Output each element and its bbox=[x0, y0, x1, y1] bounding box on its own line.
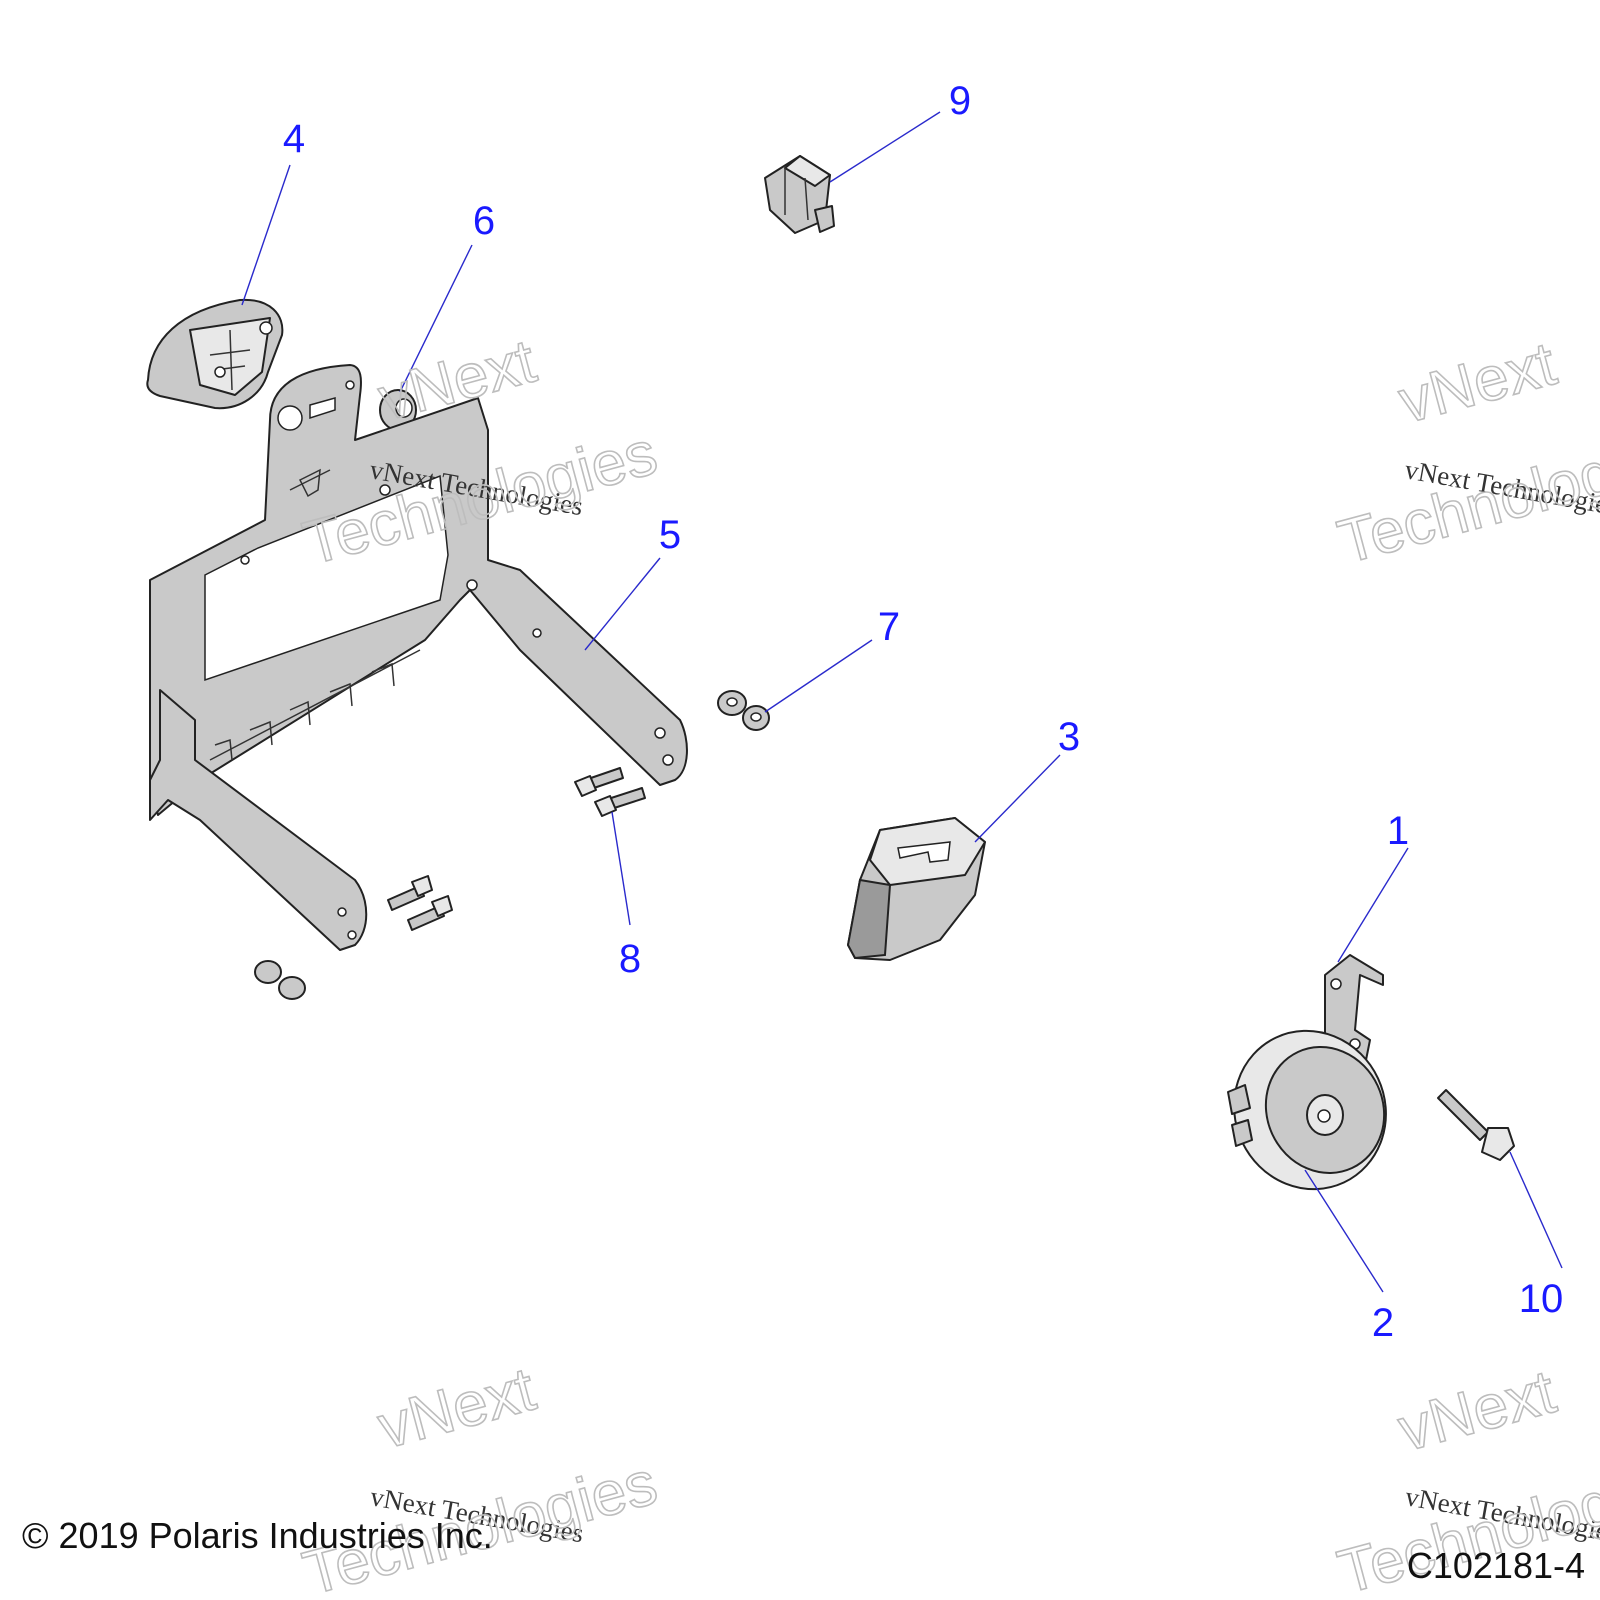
part-5-license-bracket bbox=[149, 364, 688, 951]
watermark-3-outline-line1: vNext bbox=[371, 1355, 542, 1463]
part-10-bolt bbox=[1437, 1089, 1515, 1161]
part-7-nuts bbox=[717, 690, 770, 731]
leader-3 bbox=[974, 754, 1061, 843]
part-4-tail-light bbox=[146, 298, 284, 410]
part-2-horn bbox=[1227, 1029, 1387, 1191]
watermark-3-outline: vNext Technologies bbox=[296, 1354, 665, 1600]
leader-9 bbox=[829, 111, 941, 183]
callout-6: 6 bbox=[473, 199, 495, 243]
leader-1 bbox=[1337, 847, 1409, 963]
callout-8: 8 bbox=[619, 937, 641, 981]
callout-3: 3 bbox=[1058, 715, 1080, 759]
callout-9: 9 bbox=[949, 79, 971, 123]
leader-4 bbox=[241, 164, 291, 306]
copyright-text: © 2019 Polaris Industries Inc. bbox=[22, 1515, 493, 1556]
leader-6 bbox=[399, 244, 473, 393]
callout-10: 10 bbox=[1519, 1277, 1564, 1321]
watermark-2-outline-line1: vNext bbox=[1392, 329, 1563, 437]
callout-5: 5 bbox=[659, 513, 681, 557]
part-8-bolts bbox=[254, 767, 646, 1000]
watermark-2-outline-line2: Technologies bbox=[1331, 417, 1600, 577]
part-9-relay bbox=[764, 155, 835, 234]
callout-2: 2 bbox=[1372, 1301, 1394, 1345]
part-3-lamp bbox=[846, 817, 986, 961]
callout-7: 7 bbox=[878, 605, 900, 649]
callout-1: 1 bbox=[1387, 809, 1409, 853]
callout-4: 4 bbox=[283, 117, 305, 161]
watermark-2-outline: vNext Technologies bbox=[1330, 328, 1600, 578]
leader-8 bbox=[611, 811, 631, 926]
figure-id: C102181-4 bbox=[1407, 1545, 1585, 1586]
leader-2 bbox=[1304, 1169, 1384, 1293]
watermark-4-outline-line1: vNext bbox=[1391, 1357, 1562, 1465]
leader-5 bbox=[584, 557, 661, 651]
leader-10 bbox=[1509, 1151, 1563, 1269]
leader-7 bbox=[764, 639, 873, 713]
part-6-grommet bbox=[379, 389, 417, 431]
